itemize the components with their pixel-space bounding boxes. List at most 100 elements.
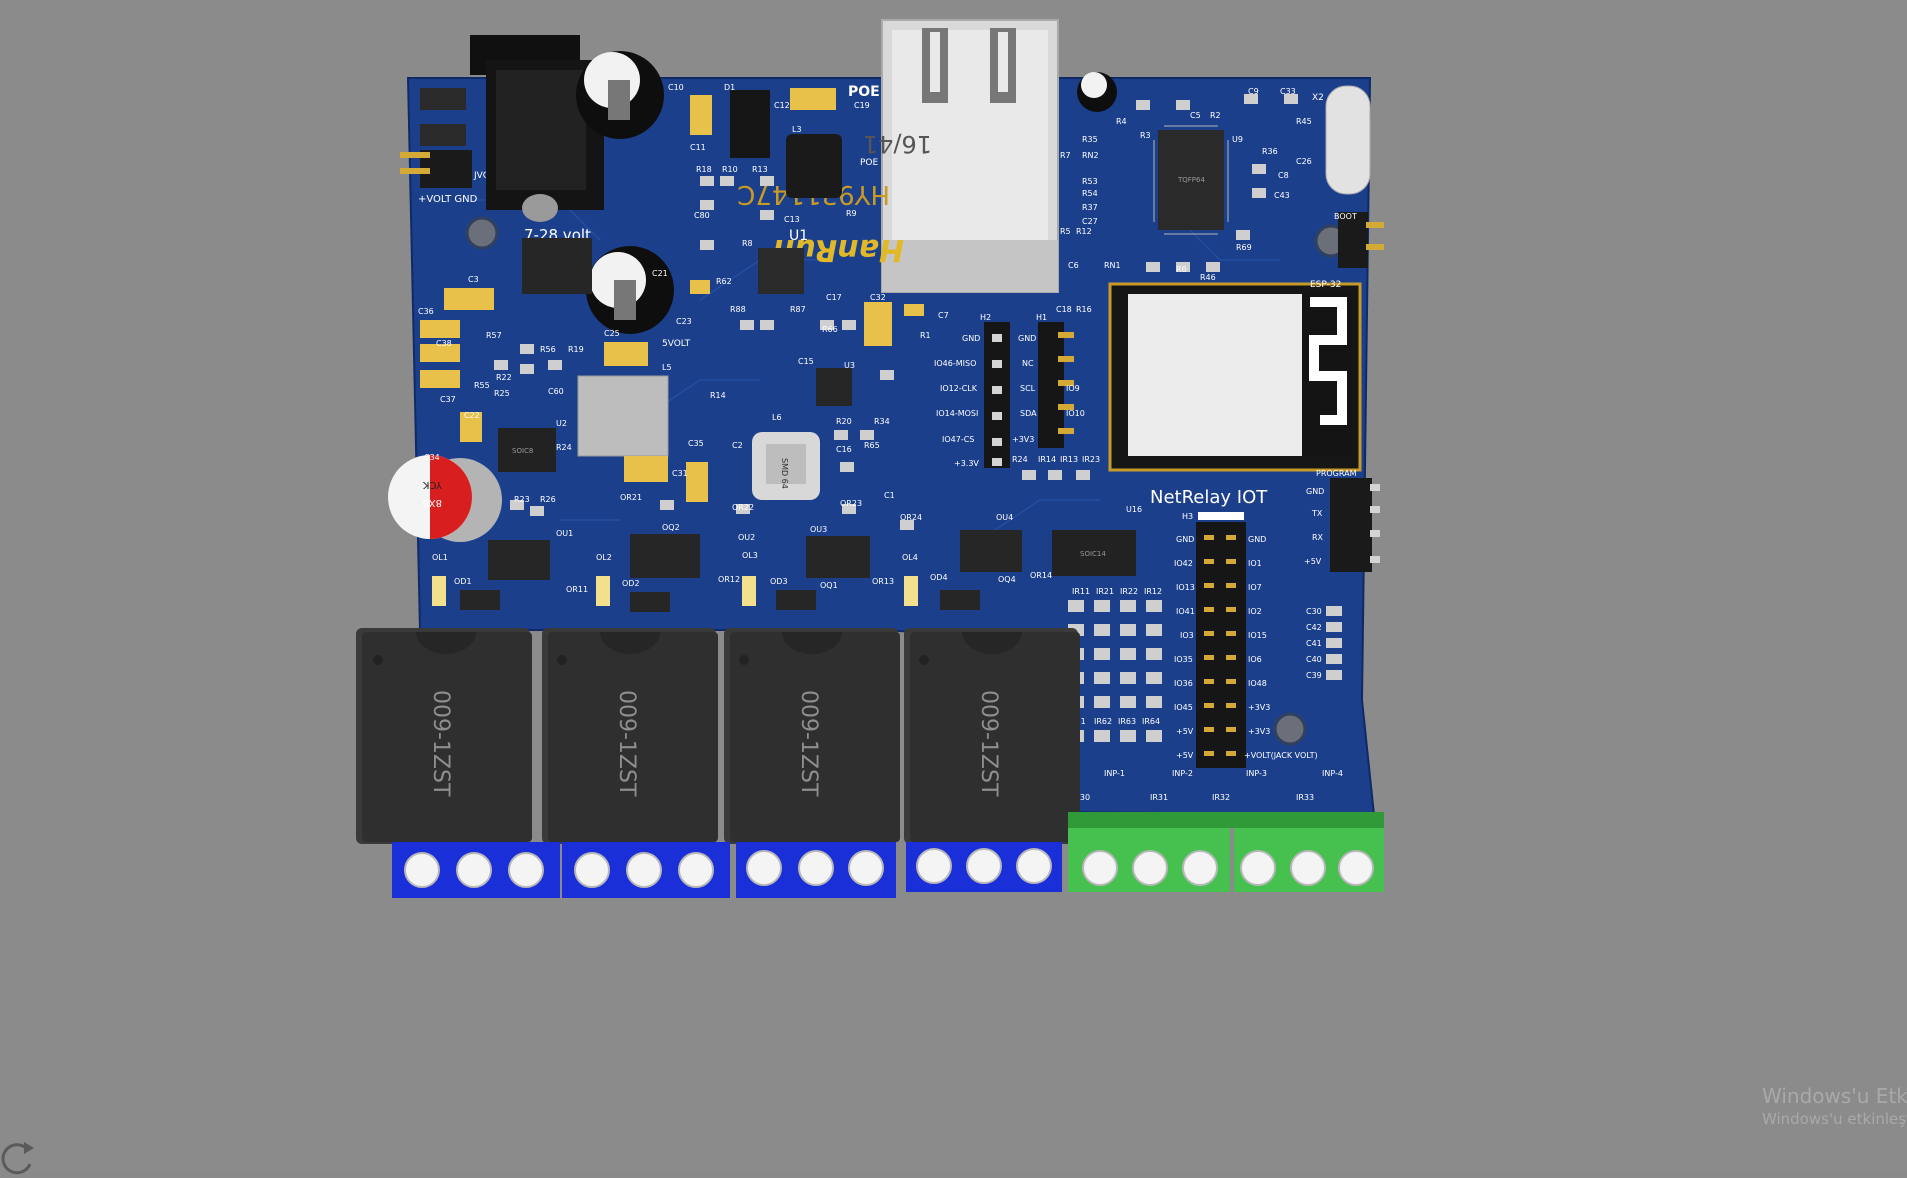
refresh-icon[interactable] [0,1138,44,1178]
ethernet-jack [881,19,1059,293]
svg-text:U3: U3 [844,361,855,370]
svg-text:R10: R10 [722,165,738,174]
svg-text:R26: R26 [540,495,556,504]
relay-2 [542,628,718,844]
ic-u1 [758,248,804,294]
svg-text:C9: C9 [1248,87,1259,96]
terminal-block-green [1068,812,1384,892]
input-label-1: INP-1 [1104,769,1125,778]
ref-u16: U16 [1126,505,1142,514]
svg-text:R45: R45 [1296,117,1312,126]
svg-text:C34: C34 [424,453,440,462]
mount-hole [465,216,499,250]
svg-text:R24: R24 [1012,455,1028,464]
relay-4-label: 009-1ZST [976,690,1001,797]
u2-ic-label: SOIC8 [512,447,533,455]
svg-text:C37: C37 [440,395,456,404]
svg-text:C32: C32 [870,293,886,302]
terminal-screws-green [1082,850,1374,886]
ic-u9-pins [1153,125,1229,235]
input-label-2: INP-2 [1172,769,1193,778]
esp-label: ESP-32 [1310,280,1341,290]
ref-h1: H1 [1036,313,1047,322]
svg-text:R57: R57 [486,331,502,340]
h3-right-3: IO7 [1248,583,1262,592]
svg-text:R36: R36 [1262,147,1278,156]
svg-text:C17: C17 [826,293,842,302]
svg-text:C2: C2 [732,441,743,450]
svg-text:IR63: IR63 [1118,717,1136,726]
h2-pin-6: +3.3V [954,459,979,468]
svg-text:C22: C22 [464,411,480,420]
svg-text:C18: C18 [1056,305,1072,314]
h1-pin-3: SCL [1020,384,1036,393]
h3-right-6: IO6 [1248,655,1262,664]
svg-text:R5: R5 [1060,227,1071,236]
mosfet [522,238,592,294]
svg-text:R16: R16 [1076,305,1092,314]
svg-text:C60: C60 [548,387,564,396]
svg-text:R34: R34 [874,417,890,426]
relay-3-label: 009-1ZST [796,690,821,797]
input-label-3: INP-3 [1246,769,1267,778]
svg-text:R7: R7 [1060,151,1071,160]
svg-text:OU1: OU1 [556,529,573,538]
svg-text:R35: R35 [1082,135,1098,144]
svg-text:R13: R13 [752,165,768,174]
windows-activation-subtext: Windows'u etkinleştim [1762,1110,1907,1128]
svg-text:C26: C26 [1296,157,1312,166]
svg-text:IR21: IR21 [1096,587,1114,596]
esp32-module [1108,282,1362,472]
svg-text:R3: R3 [1140,131,1151,140]
svg-text:C16: C16 [836,445,852,454]
smd-capacitors [420,88,924,502]
boot-header [1338,212,1368,268]
h3-left-8: IO45 [1174,703,1193,712]
svg-text:C13: C13 [784,215,800,224]
svg-text:OU3: OU3 [810,525,827,534]
dc-jack [470,35,604,222]
cap-value: 8X8 [422,497,442,508]
svg-text:R88: R88 [730,305,746,314]
svg-text:C11: C11 [690,143,706,152]
ref-h3: H3 [1182,512,1193,521]
program-pin-1: GND [1306,487,1324,496]
ref-x2: X2 [1312,93,1324,103]
electrolytic-cap [576,51,664,139]
svg-text:IR32: IR32 [1212,793,1230,802]
svg-text:R2: R2 [1210,111,1221,120]
svg-text:IR62: IR62 [1094,717,1112,726]
h1-pin-1: GND [1018,334,1036,343]
svg-text:R54: R54 [1082,189,1098,198]
svg-text:L6: L6 [772,413,782,422]
svg-text:OQ2: OQ2 [662,523,680,532]
terminal-screws-blue [404,848,1052,888]
svg-text:R25: R25 [494,389,510,398]
h3-left-6: IO35 [1174,655,1193,664]
svg-text:C35: C35 [688,439,704,448]
h3-right-4: IO2 [1248,607,1262,616]
svg-text:R24: R24 [556,443,572,452]
h3-left-10: +5V [1176,751,1194,760]
svg-text:C40: C40 [1306,655,1322,664]
header-h3 [1196,522,1246,768]
svg-text:R20: R20 [836,417,852,426]
h3-left-3: IO13 [1176,583,1195,592]
svg-text:R87: R87 [790,305,806,314]
svg-text:OR23: OR23 [840,499,862,508]
h1-pin-4: SDA [1020,409,1037,418]
svg-text:R23: R23 [514,495,530,504]
poe-label-2: POE [860,158,879,168]
svg-text:C19: C19 [854,101,870,110]
svg-text:C6: C6 [1068,261,1079,270]
svg-text:L5: L5 [662,363,672,372]
svg-text:RN2: RN2 [1082,151,1099,160]
svg-text:R56: R56 [540,345,556,354]
svg-text:IR64: IR64 [1142,717,1160,726]
svg-text:R46: R46 [1200,273,1216,282]
h3-right-1: GND [1248,535,1266,544]
mount-hole [1273,712,1307,746]
program-pins [1370,484,1380,563]
